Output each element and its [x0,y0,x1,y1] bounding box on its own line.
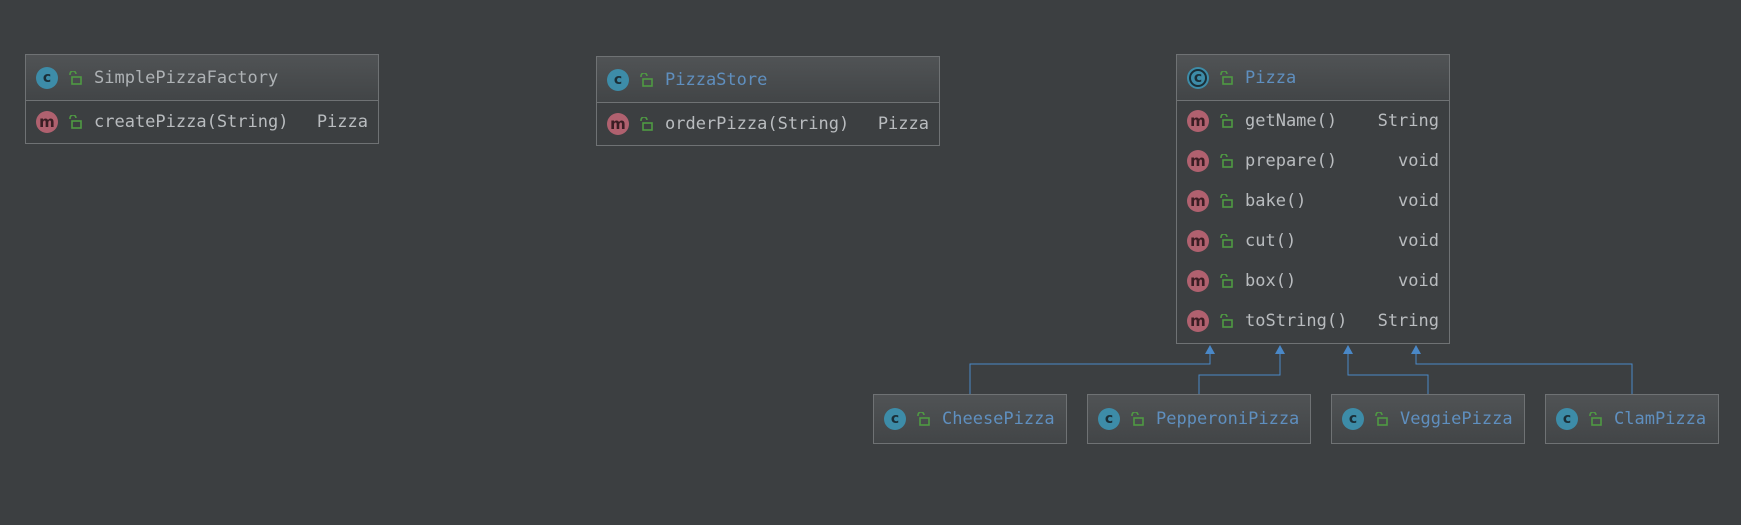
method-name: orderPizza(String) [665,114,850,134]
class-icon: c [1098,408,1120,430]
method-return-type: void [1398,191,1439,211]
method-list: m getName() String m prepare() void m bake() voi… [1177,101,1449,341]
public-lock-icon [1589,412,1602,426]
method-name: prepare() [1245,151,1338,171]
class-name: CheesePizza [942,409,1055,429]
class-veggie-pizza[interactable]: c VeggiePizza [1331,394,1525,444]
class-name: PepperoniPizza [1156,409,1300,429]
method-name: toString() [1245,311,1348,331]
class-header[interactable]: c PepperoniPizza [1088,395,1310,443]
class-name: SimplePizzaFactory [94,67,279,88]
method-return-type: String [1377,111,1439,131]
arrowhead-veggie [1343,345,1353,354]
public-lock-icon [69,70,82,85]
class-pepperoni-pizza[interactable]: c PepperoniPizza [1087,394,1311,444]
public-lock-icon [69,115,82,129]
class-header[interactable]: c CheesePizza [874,395,1066,443]
class-icon: c [607,68,629,91]
method-row[interactable]: m getName() String [1177,101,1449,141]
edge-cheese-to-pizza [969,352,1211,394]
method-icon: m [1187,310,1209,332]
method-return-type: void [1398,271,1439,291]
class-cheese-pizza[interactable]: c CheesePizza [873,394,1067,444]
class-header[interactable]: c ClamPizza [1546,395,1718,443]
method-return-type: String [1377,311,1439,331]
class-icon: c [36,66,58,89]
edge-clam-to-pizza [1415,352,1633,394]
arrowhead-clam [1411,345,1421,354]
class-pizza-store[interactable]: c PizzaStore m orderPizza(String) Pizza [596,56,940,146]
method-name: bake() [1245,191,1307,211]
method-name: getName() [1245,111,1338,131]
method-row[interactable]: m createPizza(String) Pizza [26,101,378,143]
class-header[interactable]: c SimplePizzaFactory [26,55,378,101]
method-name: createPizza(String) [94,112,289,132]
public-lock-icon [1131,412,1144,426]
public-lock-icon [917,412,930,426]
arrowhead-cheese [1205,345,1215,354]
method-return-type: Pizza [877,114,929,134]
class-pizza[interactable]: c Pizza m getName() String m prepare() void m b… [1176,54,1450,344]
method-icon: m [1187,150,1209,172]
class-icon: c [1342,408,1364,430]
class-simple-pizza-factory[interactable]: c SimplePizzaFactory m createPizza(Strin… [25,54,379,144]
method-icon: m [1187,230,1209,252]
public-lock-icon [1220,114,1233,128]
method-row[interactable]: m toString() String [1177,301,1449,341]
method-icon: m [607,113,629,135]
public-lock-icon [1220,314,1233,328]
method-icon: m [1187,110,1209,132]
method-icon: m [36,111,58,133]
class-name: Pizza [1245,67,1297,88]
class-clam-pizza[interactable]: c ClamPizza [1545,394,1719,444]
class-header[interactable]: c VeggiePizza [1332,395,1524,443]
method-return-type: void [1398,231,1439,251]
class-icon: c [1556,408,1578,430]
method-icon: m [1187,270,1209,292]
edge-veggie-to-pizza [1347,352,1429,394]
method-name: cut() [1245,231,1297,251]
method-return-type: Pizza [316,112,368,132]
class-icon: c [884,408,906,430]
class-name: VeggiePizza [1400,409,1513,429]
edge-pepperoni-to-pizza [1198,352,1281,394]
public-lock-icon [1220,234,1233,248]
method-icon: m [1187,190,1209,212]
method-row[interactable]: m bake() void [1177,181,1449,221]
public-lock-icon [1220,274,1233,288]
public-lock-icon [1220,70,1233,85]
arrowhead-pepperoni [1275,345,1285,354]
public-lock-icon [1375,412,1388,426]
public-lock-icon [640,117,653,131]
class-header[interactable]: c PizzaStore [597,57,939,103]
class-name: PizzaStore [665,69,768,90]
public-lock-icon [640,72,653,87]
method-row[interactable]: m cut() void [1177,221,1449,261]
class-name: ClamPizza [1614,409,1707,429]
method-row[interactable]: m box() void [1177,261,1449,301]
class-header[interactable]: c Pizza [1177,55,1449,101]
method-return-type: void [1398,151,1439,171]
method-name: box() [1245,271,1297,291]
public-lock-icon [1220,154,1233,168]
public-lock-icon [1220,194,1233,208]
method-row[interactable]: m prepare() void [1177,141,1449,181]
class-icon: c [1187,66,1209,89]
method-row[interactable]: m orderPizza(String) Pizza [597,103,939,145]
